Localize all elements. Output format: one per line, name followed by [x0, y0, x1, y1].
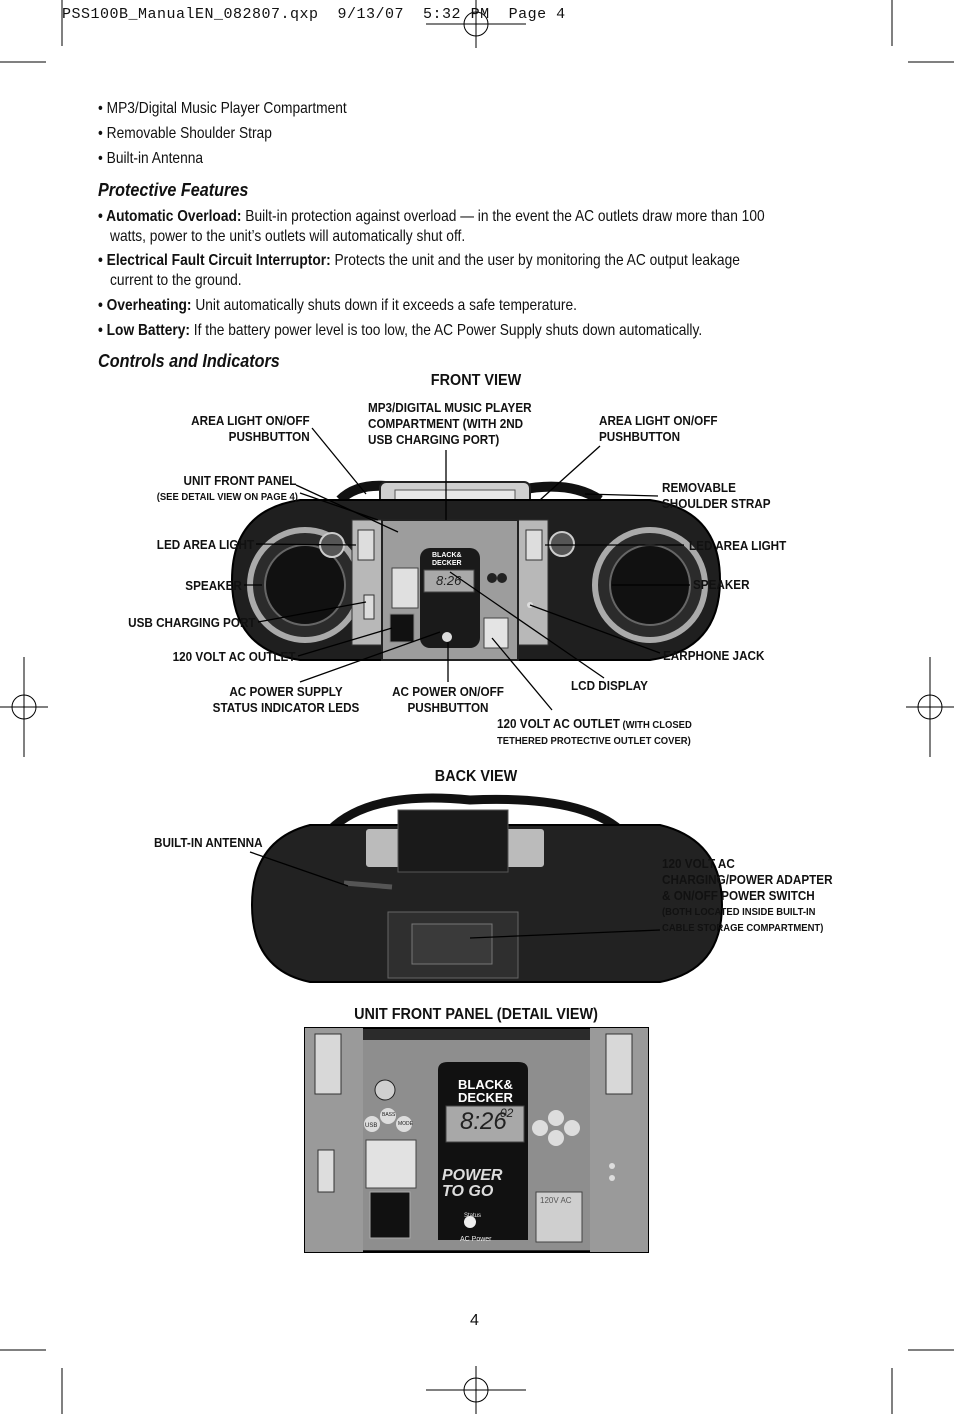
label-unit-front-panel-note: (SEE DETAIL VIEW ON PAGE 4): [156, 491, 298, 503]
detail-brand-logo: BLACK&DECKER: [458, 1078, 513, 1104]
label-line: COMPARTMENT (WITH 2ND: [368, 416, 524, 431]
detail-lcd-time: 8:26: [460, 1108, 507, 1135]
detail-outlet-text: 120V AC: [540, 1196, 572, 1205]
front-brand-logo: BLACK&DECKER: [432, 552, 462, 568]
label-ac-power-button: AC POWER ON/OFF PUSHBUTTON: [387, 684, 509, 716]
label-line: CABLE STORAGE COMPARTMENT): [662, 922, 824, 934]
front-view-title: FRONT VIEW: [430, 372, 522, 389]
detail-usb-label: USB: [365, 1123, 378, 1129]
label-line: PUSHBUTTON: [599, 429, 681, 444]
label-area-light-right: AREA LIGHT ON/OFF PUSHBUTTON: [599, 413, 718, 445]
feature-text: If the battery power level is too low, t…: [189, 322, 703, 339]
feature-overload: • Automatic Overload: Built-in protectio…: [98, 207, 855, 247]
detail-bass-label: BASS: [382, 1112, 396, 1118]
label-line: USB CHARGING PORT): [368, 432, 500, 447]
label-line: (WITH CLOSED: [619, 719, 692, 731]
label-outlet-cover: 120 VOLT AC OUTLET (WITH CLOSED TETHERED…: [497, 716, 692, 749]
feature-low-battery: • Low Battery: If the battery power leve…: [98, 321, 855, 341]
label-120v-outlet: 120 VOLT AC OUTLET: [173, 649, 296, 664]
front-lcd-time: 8:26: [436, 573, 462, 588]
label-line: STATUS INDICATOR LEDS: [212, 700, 360, 715]
feature-text: Protects the unit and the user by monito…: [330, 252, 740, 269]
feature-term: • Electrical Fault Circuit Interruptor:: [98, 252, 331, 269]
feature-text-cont: watts, power to the unit’s outlets will …: [110, 228, 466, 245]
label-mp3-compartment: MP3/DIGITAL MUSIC PLAYER COMPARTMENT (WI…: [368, 400, 532, 448]
label-line: AC POWER ON/OFF: [392, 684, 504, 699]
feature-term: • Low Battery:: [98, 322, 190, 339]
label-line: TETHERED PROTECTIVE OUTLET COVER): [497, 735, 691, 747]
feature-text-cont: current to the ground.: [110, 272, 242, 289]
label-led-area-light-right: LED AREA LIGHT: [689, 538, 787, 553]
feature-text: Built-in protection against overload — i…: [241, 208, 765, 225]
label-built-in-antenna: BUILT-IN ANTENNA: [154, 835, 263, 850]
detail-status-label: Status: [464, 1213, 482, 1219]
feature-fault: • Electrical Fault Circuit Interruptor: …: [98, 251, 855, 291]
label-status-leds: AC POWER SUPPLY STATUS INDICATOR LEDS: [209, 684, 364, 716]
label-line: PUSHBUTTON: [407, 700, 489, 715]
file-header: PSS100B_ManualEN_082807.qxp 9/13/07 5:32…: [62, 6, 566, 23]
label-usb-charging-port: USB CHARGING PORT: [128, 615, 256, 630]
label-line: REMOVABLE: [662, 480, 736, 495]
bullet-mp3: • MP3/Digital Music Player Compartment: [98, 100, 347, 117]
page-number: 4: [470, 1312, 479, 1329]
detail-ac-power-label: AC Power: [460, 1236, 492, 1243]
label-line: CHARGING/POWER ADAPTER: [662, 872, 833, 887]
label-speaker-right: SPEAKER: [693, 577, 750, 592]
detail-view-title: UNIT FRONT PANEL (DETAIL VIEW): [354, 1006, 598, 1023]
label-line: & ON/OFF POWER SWITCH: [662, 888, 815, 903]
detail-mode-label: MODE: [398, 1121, 413, 1127]
label-line: SHOULDER STRAP: [662, 496, 771, 511]
detail-lcd-small: 02: [500, 1106, 514, 1120]
label-line: MP3/DIGITAL MUSIC PLAYER: [368, 400, 532, 415]
label-line: AC POWER SUPPLY: [229, 684, 343, 699]
feature-term: • Overheating:: [98, 297, 192, 314]
feature-term: • Automatic Overload:: [98, 208, 242, 225]
back-view-title: BACK VIEW: [434, 768, 518, 785]
bullet-antenna: • Built-in Antenna: [98, 150, 204, 167]
controls-title: Controls and Indicators: [98, 351, 280, 371]
logo-line: POWER: [442, 1167, 503, 1184]
label-shoulder-strap: REMOVABLE SHOULDER STRAP: [662, 480, 771, 512]
feature-text: Unit automatically shuts down if it exce…: [191, 297, 577, 314]
label-led-area-light-left: LED AREA LIGHT: [156, 537, 254, 552]
label-line: AREA LIGHT ON/OFF: [191, 413, 310, 428]
label-unit-front-panel: UNIT FRONT PANEL: [183, 473, 296, 489]
label-line: (BOTH LOCATED INSIDE BUILT-IN: [662, 906, 816, 918]
label-lcd-display: LCD DISPLAY: [571, 678, 648, 693]
protective-title: Protective Features: [98, 180, 249, 200]
feature-overheating: • Overheating: Unit automatically shuts …: [98, 296, 855, 316]
label-earphone-jack: EARPHONE JACK: [663, 648, 765, 663]
label-line: UNIT FRONT PANEL: [183, 473, 296, 488]
brand-line: BLACK&: [432, 552, 462, 559]
label-line: 120 VOLT AC OUTLET: [497, 716, 620, 731]
label-line: 120 VOLT AC: [662, 856, 735, 871]
brand-line: BLACK&: [458, 1077, 513, 1092]
logo-line: TO GO: [442, 1183, 494, 1200]
label-area-light-left: AREA LIGHT ON/OFF PUSHBUTTON: [191, 413, 310, 445]
brand-line: DECKER: [432, 560, 462, 567]
bullet-strap: • Removable Shoulder Strap: [98, 125, 272, 142]
label-speaker-left: SPEAKER: [185, 578, 242, 593]
label-line: PUSHBUTTON: [228, 429, 310, 444]
label-line: AREA LIGHT ON/OFF: [599, 413, 718, 428]
brand-line: DECKER: [458, 1090, 513, 1105]
label-charging-adapter: 120 VOLT AC CHARGING/POWER ADAPTER & ON/…: [662, 856, 833, 936]
